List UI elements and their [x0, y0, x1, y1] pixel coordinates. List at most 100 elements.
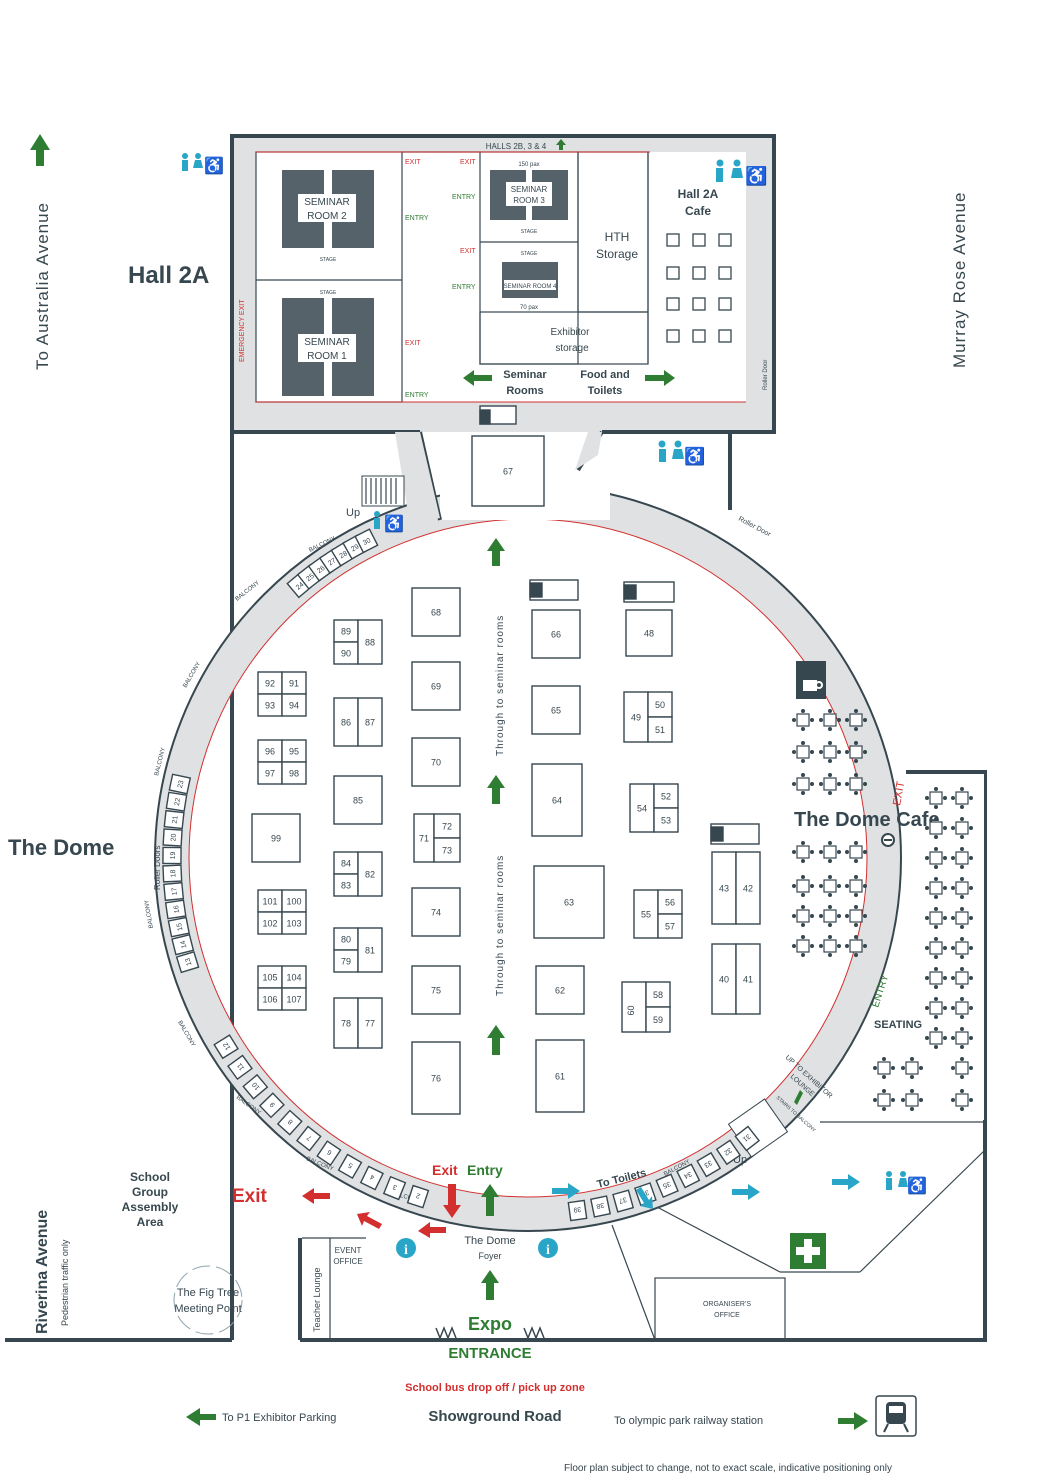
booth-80[interactable]: 80 — [333, 927, 359, 951]
booth-63[interactable]: 63 — [533, 865, 605, 939]
ring-booth[interactable]: 22 — [165, 791, 188, 812]
booth-72[interactable]: 72 — [433, 813, 461, 839]
booth-98[interactable]: 98 — [281, 761, 307, 785]
booth-107[interactable]: 107 — [281, 987, 307, 1011]
booth-50[interactable]: 50 — [647, 691, 673, 718]
cafe-table — [819, 935, 841, 957]
booth-100[interactable]: 100 — [281, 889, 307, 913]
booth-66[interactable]: 66 — [531, 609, 581, 659]
ring-booth[interactable]: 17 — [163, 881, 185, 902]
booth-101[interactable]: 101 — [257, 889, 283, 913]
ring-booth[interactable]: 34 — [676, 1163, 701, 1189]
booth-49[interactable]: 49 — [623, 691, 649, 743]
booth-93[interactable]: 93 — [257, 693, 283, 717]
ring-booth[interactable]: 2 — [406, 1184, 430, 1209]
booth-52[interactable]: 52 — [653, 783, 679, 809]
ring-booth[interactable]: 13 — [175, 950, 200, 974]
ring-booth[interactable]: 39 — [567, 1199, 588, 1222]
booth-75[interactable]: 75 — [411, 965, 461, 1015]
ring-booth[interactable]: 31 — [734, 1125, 761, 1152]
ring-booth[interactable]: 23 — [168, 773, 192, 795]
ring-booth[interactable]: 3 — [382, 1175, 407, 1201]
booth-94[interactable]: 94 — [281, 693, 307, 717]
ring-booth[interactable]: 15 — [167, 916, 191, 938]
booth-40[interactable]: 40 — [711, 943, 737, 1015]
booth-57[interactable]: 57 — [657, 913, 683, 939]
booth-105[interactable]: 105 — [257, 965, 283, 989]
booth-48[interactable]: 48 — [625, 609, 673, 657]
booth-79[interactable]: 79 — [333, 949, 359, 973]
booth-77[interactable]: 77 — [357, 997, 383, 1049]
booth-85[interactable]: 85 — [333, 775, 383, 825]
booth-69[interactable]: 69 — [411, 661, 461, 711]
booth-42[interactable]: 42 — [735, 851, 761, 925]
ring-booth[interactable]: 18 — [162, 864, 183, 883]
booth-81[interactable]: 81 — [357, 927, 383, 973]
ring-booth[interactable]: 12 — [213, 1034, 239, 1060]
ring-booth[interactable]: 14 — [171, 933, 195, 956]
booth-103[interactable]: 103 — [281, 911, 307, 935]
ring-booth[interactable]: 30 — [354, 528, 379, 554]
ring-booth[interactable]: 32 — [715, 1139, 742, 1166]
ring-booth[interactable]: 16 — [164, 899, 187, 920]
booth-89[interactable]: 89 — [333, 619, 359, 643]
ring-booth[interactable]: 20 — [162, 828, 183, 847]
booth-96[interactable]: 96 — [257, 739, 283, 763]
booth-84[interactable]: 84 — [333, 851, 359, 875]
booth-102[interactable]: 102 — [257, 911, 283, 935]
booth-62[interactable]: 62 — [535, 965, 585, 1015]
ring-booth[interactable]: 19 — [162, 846, 182, 865]
booth-61[interactable]: 61 — [535, 1039, 585, 1113]
disclaimer-label: Floor plan subject to change, not to exa… — [564, 1463, 892, 1474]
booth-78[interactable]: 78 — [333, 997, 359, 1049]
ring-booth[interactable]: 4 — [359, 1165, 384, 1191]
booth-43[interactable]: 43 — [711, 851, 737, 925]
booth-88[interactable]: 88 — [357, 619, 383, 665]
booth-76[interactable]: 76 — [411, 1041, 461, 1115]
booth-59[interactable]: 59 — [645, 1006, 671, 1033]
ring-booth[interactable]: 37 — [612, 1189, 635, 1213]
ring-booth[interactable]: 9 — [258, 1092, 285, 1119]
booth-91[interactable]: 91 — [281, 671, 307, 695]
booth-60[interactable]: 60 — [621, 981, 647, 1033]
booth-41[interactable]: 41 — [735, 943, 761, 1015]
booth-106[interactable]: 106 — [257, 987, 283, 1011]
booth-58[interactable]: 58 — [645, 981, 671, 1008]
booth-95[interactable]: 95 — [281, 739, 307, 763]
booth-70[interactable]: 70 — [411, 737, 461, 787]
booth-87[interactable]: 87 — [357, 697, 383, 747]
ring-booth[interactable]: 6 — [316, 1140, 342, 1167]
booth-54[interactable]: 54 — [629, 783, 655, 833]
balcony-label-5: BALCONY — [144, 899, 155, 928]
booth-73[interactable]: 73 — [433, 837, 461, 863]
booth-67[interactable]: 67 — [471, 435, 545, 507]
ring-booth[interactable]: 10 — [242, 1073, 269, 1100]
ring-booth[interactable]: 38 — [590, 1195, 611, 1218]
ring-booth[interactable]: 11 — [227, 1054, 253, 1081]
booth-53[interactable]: 53 — [653, 807, 679, 833]
booth-97[interactable]: 97 — [257, 761, 283, 785]
booth-82[interactable]: 82 — [357, 851, 383, 897]
booth-56[interactable]: 56 — [657, 889, 683, 915]
ring-booth[interactable]: 5 — [337, 1153, 363, 1180]
booth-51[interactable]: 51 — [647, 716, 673, 743]
ring-booth[interactable]: 8 — [276, 1109, 303, 1136]
booth-92[interactable]: 92 — [257, 671, 283, 695]
ring-booth[interactable]: 35 — [655, 1173, 679, 1199]
ring-booth[interactable]: 21 — [163, 809, 185, 830]
booth-68[interactable]: 68 — [411, 587, 461, 637]
booth-74[interactable]: 74 — [411, 887, 461, 937]
ring-booth[interactable]: 33 — [696, 1151, 722, 1178]
booth-65[interactable]: 65 — [531, 685, 581, 735]
booth-55[interactable]: 55 — [633, 889, 659, 939]
booth-90[interactable]: 90 — [333, 641, 359, 665]
booth-83[interactable]: 83 — [333, 873, 359, 897]
booth-86[interactable]: 86 — [333, 697, 359, 747]
booth-64[interactable]: 64 — [531, 763, 583, 837]
booth-99[interactable]: 99 — [251, 813, 301, 863]
booth-71[interactable]: 71 — [413, 813, 435, 863]
cafe-table — [951, 1027, 973, 1049]
ring-booth[interactable]: 7 — [295, 1125, 322, 1152]
booth-104[interactable]: 104 — [281, 965, 307, 989]
stairs-top-left — [361, 475, 405, 507]
